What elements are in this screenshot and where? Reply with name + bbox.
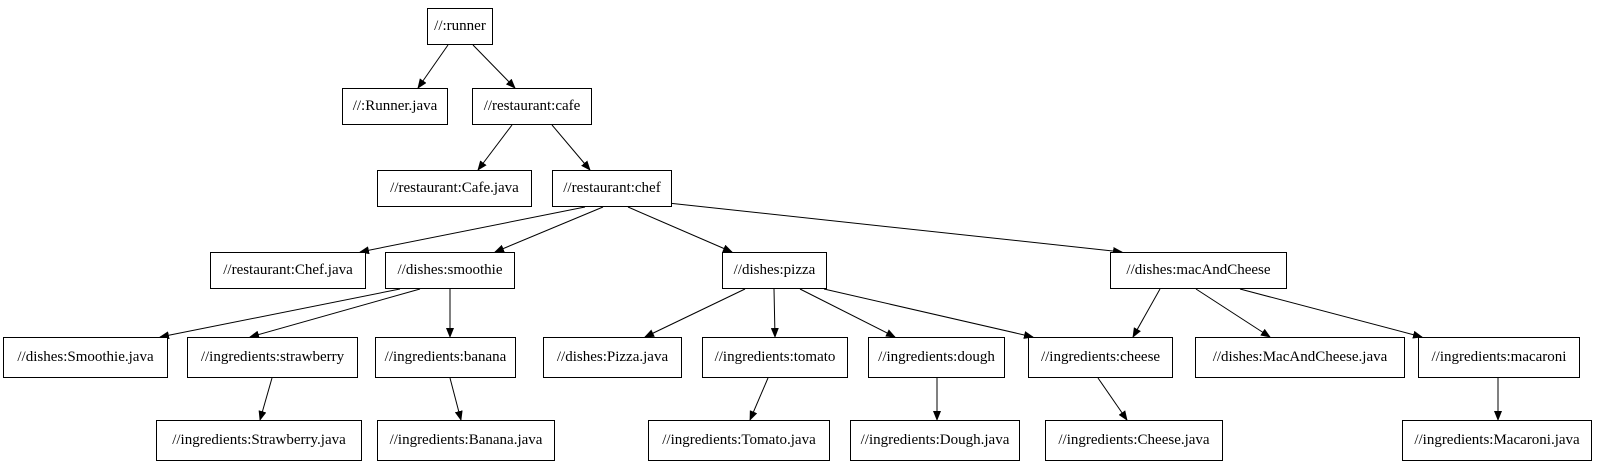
node-label: //restaurant:Chef.java xyxy=(223,262,353,278)
node-label: //dishes:pizza xyxy=(733,262,816,278)
graph-edge-chef-to-pizza xyxy=(627,206,733,253)
node-label: //:Runner.java xyxy=(352,98,438,114)
graph-node-macaroni: //ingredients:macaroni xyxy=(1418,337,1580,378)
graph-node-cheese: //ingredients:cheese xyxy=(1028,337,1173,378)
graph-edge-smoothie-to-strawberry xyxy=(249,288,421,339)
node-label: //ingredients:cheese xyxy=(1040,349,1161,365)
graph-node-banana_java: //ingredients:Banana.java xyxy=(377,420,555,461)
graph-edge-cafe-to-cafe_java xyxy=(477,124,513,171)
graph-node-strawberry: //ingredients:strawberry xyxy=(187,337,358,378)
graph-edge-mac-to-mac_java xyxy=(1195,288,1271,338)
node-label: //restaurant:chef xyxy=(563,180,661,196)
node-label: //ingredients:Macaroni.java xyxy=(1414,432,1580,448)
node-label: //ingredients:tomato xyxy=(714,349,836,365)
graph-node-chef_java: //restaurant:Chef.java xyxy=(210,252,366,289)
node-label: //restaurant:Cafe.java xyxy=(390,180,519,196)
graph-node-dough_java: //ingredients:Dough.java xyxy=(850,420,1020,461)
node-label: //ingredients:Dough.java xyxy=(860,432,1010,448)
node-label: //restaurant:cafe xyxy=(483,98,581,114)
node-label: //dishes:Pizza.java xyxy=(556,349,669,365)
graph-edge-cheese-to-cheese_java xyxy=(1097,377,1128,421)
graph-edge-mac-to-macaroni xyxy=(1239,288,1423,339)
graph-node-dough: //ingredients:dough xyxy=(868,337,1005,378)
graph-node-cafe: //restaurant:cafe xyxy=(472,88,592,125)
graph-edge-runner-to-runner_java xyxy=(417,44,449,89)
graph-node-tomato: //ingredients:tomato xyxy=(702,337,848,378)
graph-node-banana: //ingredients:banana xyxy=(375,337,516,378)
node-label: //dishes:smoothie xyxy=(397,262,503,278)
node-label: //ingredients:banana xyxy=(384,349,507,365)
graph-node-runner_java: //:Runner.java xyxy=(342,88,448,125)
graph-node-runner: //:runner xyxy=(427,8,493,45)
graph-node-cheese_java: //ingredients:Cheese.java xyxy=(1045,420,1223,461)
graph-edge-pizza-to-cheese xyxy=(823,288,1034,339)
graph-edge-mac-to-cheese xyxy=(1132,288,1161,338)
graph-edge-tomato-to-tomato_java xyxy=(749,377,769,421)
node-label: //ingredients:macaroni xyxy=(1431,349,1567,365)
node-label: //ingredients:strawberry xyxy=(200,349,345,365)
graph-edge-chef-to-mac xyxy=(667,202,1123,256)
graph-node-mac_java: //dishes:MacAndCheese.java xyxy=(1195,337,1405,378)
graph-node-pizza_java: //dishes:Pizza.java xyxy=(543,337,682,378)
graph-node-mac: //dishes:macAndCheese xyxy=(1110,252,1287,289)
node-label: //ingredients:Strawberry.java xyxy=(172,432,346,448)
node-label: //ingredients:Tomato.java xyxy=(662,432,816,448)
node-label: //dishes:Smoothie.java xyxy=(17,349,154,365)
graph-node-smoothie_java: //dishes:Smoothie.java xyxy=(3,337,168,378)
node-label: //ingredients:Banana.java xyxy=(389,432,543,448)
graph-edge-smoothie-to-smoothie_java xyxy=(159,288,401,340)
graph-node-chef: //restaurant:chef xyxy=(552,170,672,207)
node-label: //dishes:MacAndCheese.java xyxy=(1212,349,1388,365)
node-label: //dishes:macAndCheese xyxy=(1126,262,1271,278)
graph-node-smoothie: //dishes:smoothie xyxy=(385,252,515,289)
graph-edge-chef-to-chef_java xyxy=(359,206,586,255)
graph-edge-pizza-to-pizza_java xyxy=(644,288,746,338)
graph-edge-strawberry-to-strawberry_java xyxy=(258,377,273,421)
graph-node-pizza: //dishes:pizza xyxy=(722,252,827,289)
graph-edge-pizza-to-dough xyxy=(799,288,896,338)
node-label: //ingredients:dough xyxy=(878,349,995,365)
graph-node-tomato_java: //ingredients:Tomato.java xyxy=(648,420,830,461)
graph-edge-pizza-to-tomato xyxy=(770,288,779,338)
graph-edge-runner-to-cafe xyxy=(472,44,516,89)
graph-node-cafe_java: //restaurant:Cafe.java xyxy=(377,170,532,207)
graph-node-strawberry_java: //ingredients:Strawberry.java xyxy=(156,420,362,461)
graph-edge-banana-to-banana_java xyxy=(449,377,463,421)
graph-edge-cafe-to-chef xyxy=(551,124,591,171)
node-label: //ingredients:Cheese.java xyxy=(1058,432,1210,448)
graph-node-macaroni_java: //ingredients:Macaroni.java xyxy=(1402,420,1592,461)
node-label: //:runner xyxy=(434,18,486,34)
graph-edge-chef-to-smoothie xyxy=(494,206,604,253)
